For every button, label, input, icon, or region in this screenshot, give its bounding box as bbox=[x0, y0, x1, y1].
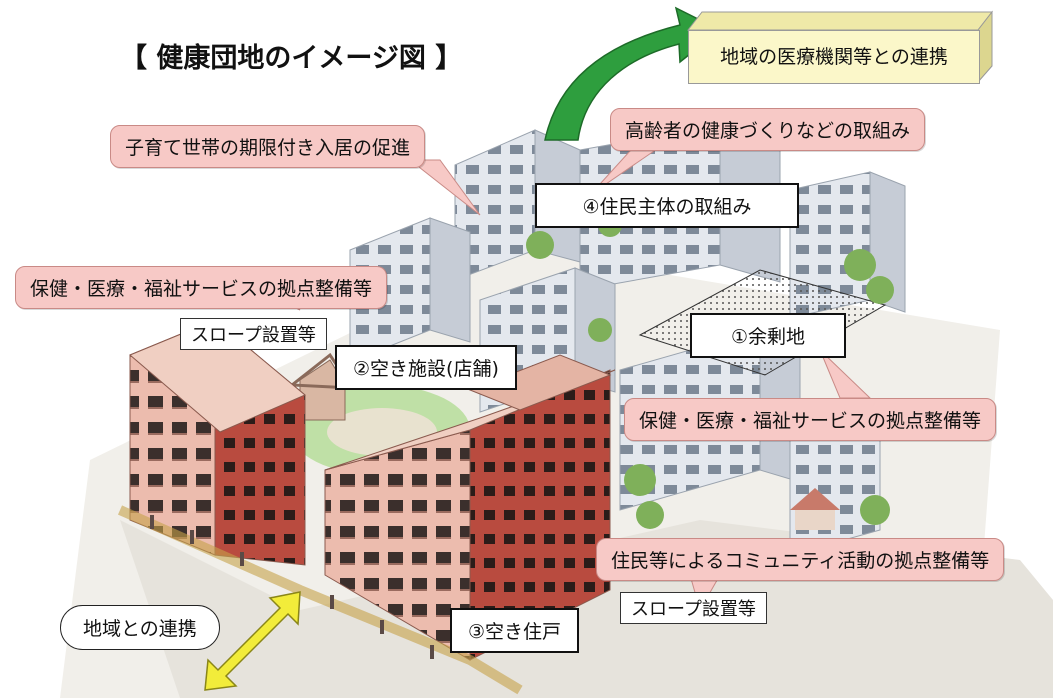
page-title: 【 健康団地のイメージ図 】 bbox=[120, 43, 463, 74]
label-resident-initiative: ④住民主体の取組み bbox=[535, 183, 799, 228]
label-surplus-land: ①余剰地 bbox=[690, 313, 846, 358]
yellow-arrow bbox=[204, 591, 301, 691]
building-front-main bbox=[324, 354, 616, 661]
label-community-hub: 住民等によるコミュニティ活動の拠点整備等 bbox=[596, 538, 1005, 581]
label-childcare: 子育て世帯の期限付き入居の促進 bbox=[110, 125, 426, 168]
label-regional-link: 地域との連携 bbox=[60, 605, 220, 650]
label-vacant-unit: ③空き住戸 bbox=[450, 608, 580, 653]
pedestrians bbox=[150, 515, 434, 659]
label-slope-top: スロープ設置等 bbox=[180, 318, 327, 350]
label-health-hub-right: 保健・医療・福祉サービスの拠点整備等 bbox=[624, 398, 997, 441]
building-mid-left bbox=[349, 217, 471, 363]
label-vacant-facility: ②空き施設(店舗) bbox=[335, 345, 517, 390]
label-health-hub-left: 保健・医療・福祉サービスの拠点整備等 bbox=[15, 266, 388, 309]
label-slope-bottom: スロープ設置等 bbox=[620, 592, 767, 624]
label-medical-link: 地域の医療機関等との連携 bbox=[688, 30, 980, 84]
pavilion bbox=[790, 488, 840, 530]
callout-tail-childcare bbox=[408, 159, 481, 216]
building-front-left bbox=[129, 318, 306, 566]
sidewalk bbox=[117, 505, 523, 695]
label-elderly-health: 高齢者の健康づくりなどの取組み bbox=[610, 108, 926, 151]
medical-box-top bbox=[686, 11, 994, 31]
